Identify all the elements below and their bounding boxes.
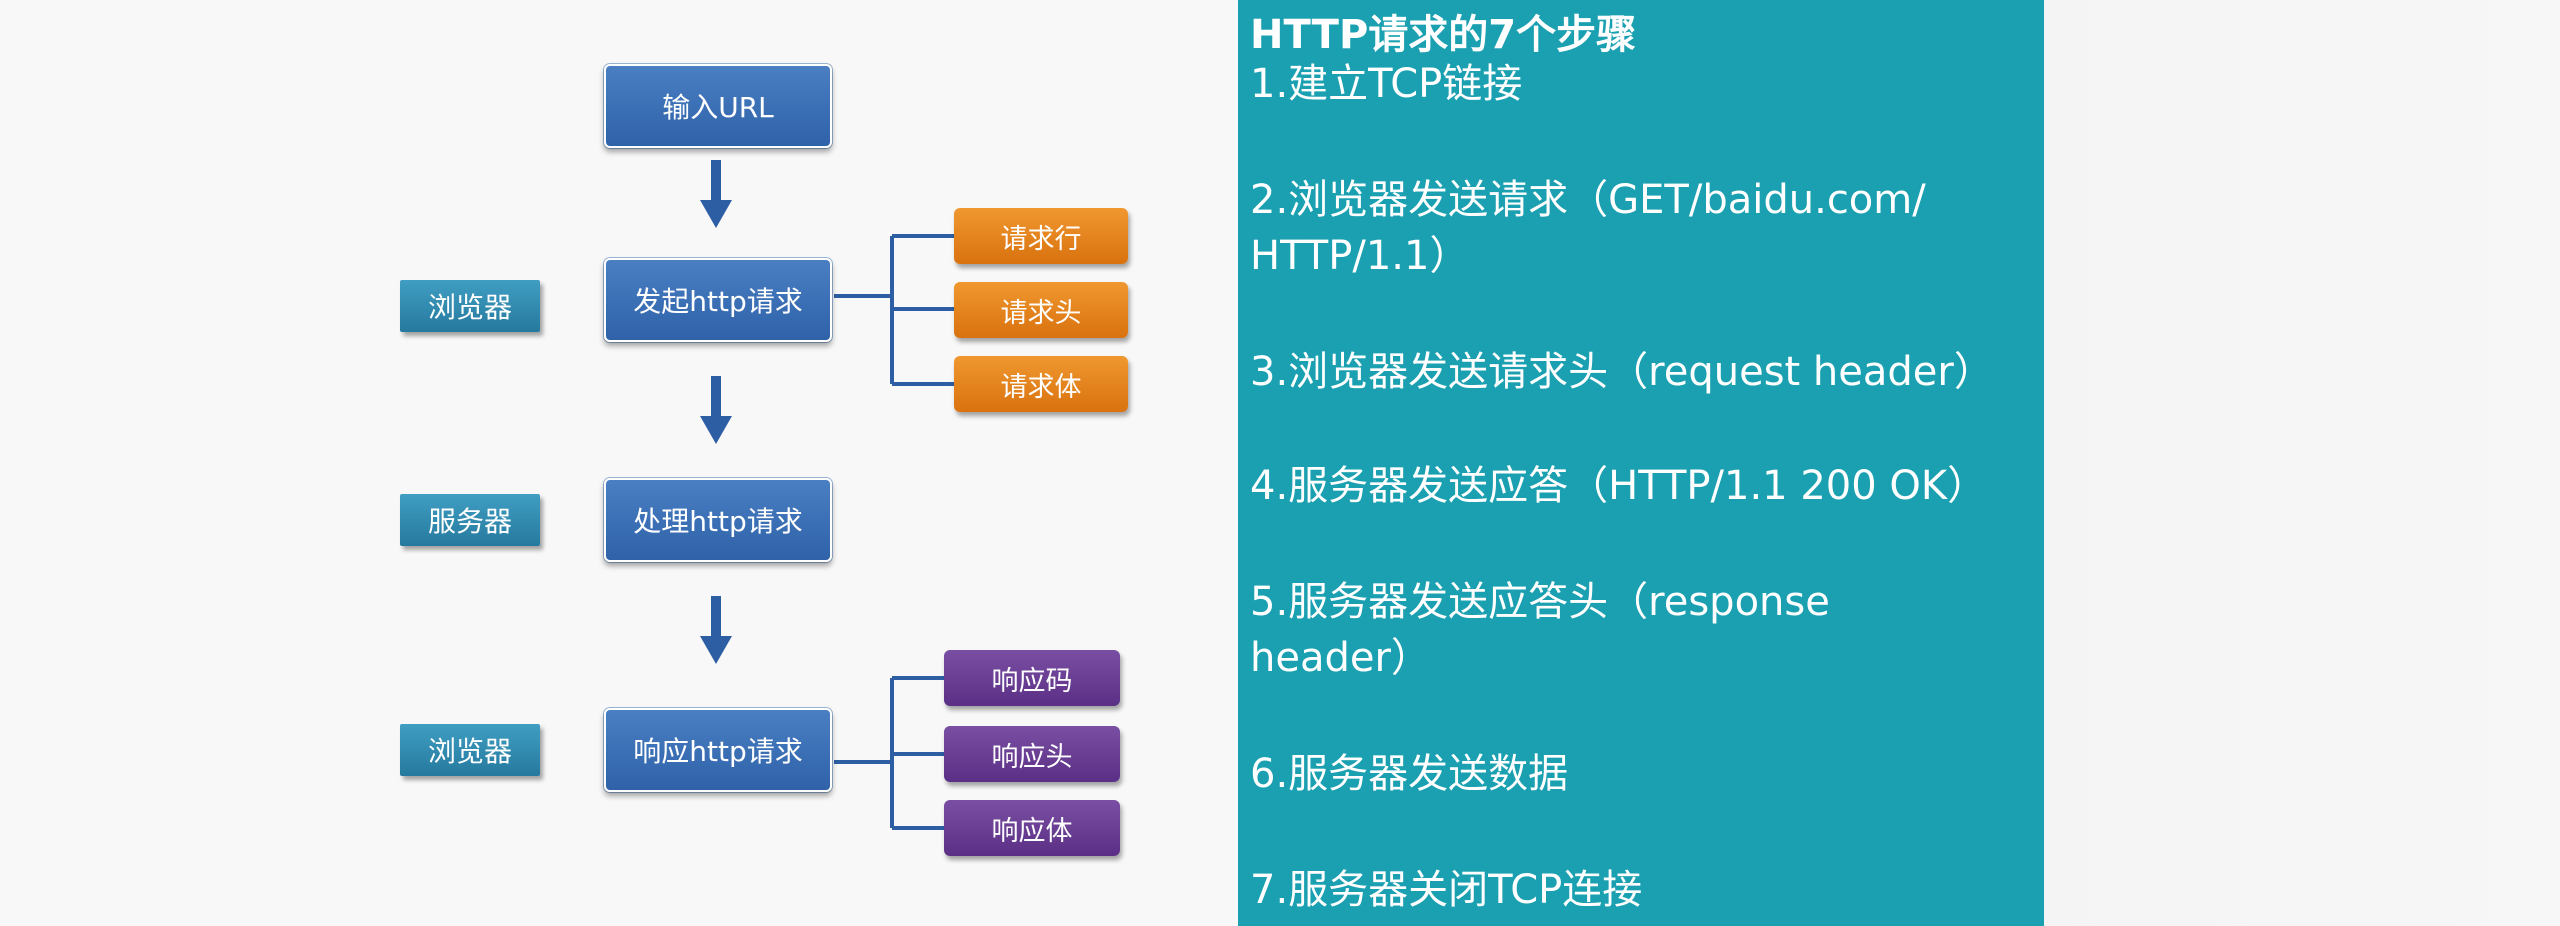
step-4-line-1: 4.服务器发送应答（HTTP/1.1 200 OK）	[1250, 463, 1988, 509]
request-header-box: 请求头	[954, 282, 1128, 338]
step-3-line-1: 3.浏览器发送请求头（request header）	[1250, 349, 1994, 395]
down-arrows	[700, 160, 732, 664]
response-bracket	[834, 676, 946, 830]
respond-request-box: 响应http请求	[604, 708, 832, 792]
step-6: 6.服务器发送数据	[1250, 746, 1568, 802]
process-request-box: 处理http请求	[604, 478, 832, 562]
step-5-line-2: header）	[1250, 635, 1431, 681]
steps-panel: HTTP请求的7个步骤 1.建立TCP链接 2.浏览器发送请求（GET/baid…	[1238, 0, 2044, 926]
step-2: 2.浏览器发送请求（GET/baidu.com/ HTTP/1.1）	[1250, 172, 1926, 284]
response-body-box: 响应体	[944, 800, 1120, 856]
response-code-box: 响应码	[944, 650, 1120, 706]
actor-server: 服务器	[400, 494, 540, 546]
steps-title: HTTP请求的7个步骤	[1250, 12, 1637, 58]
step-2-line-1: 2.浏览器发送请求（GET/baidu.com/	[1250, 177, 1926, 223]
step-5: 5.服务器发送应答头（response header）	[1250, 574, 1830, 686]
diagram-connectors	[700, 160, 956, 830]
step-1: 1.建立TCP链接	[1250, 56, 1522, 112]
step-7-line-1: 7.服务器关闭TCP连接	[1250, 867, 1643, 913]
input-url-box: 输入URL	[604, 64, 832, 148]
actor-browser-bottom: 浏览器	[400, 724, 540, 776]
step-7: 7.服务器关闭TCP连接	[1250, 862, 1642, 918]
step-5-line-1: 5.服务器发送应答头（response	[1250, 579, 1830, 625]
arrow-1	[700, 160, 732, 228]
request-line-box: 请求行	[954, 208, 1128, 264]
step-3: 3.浏览器发送请求头（request header）	[1250, 344, 1994, 400]
arrow-3	[700, 596, 732, 664]
actor-browser-top: 浏览器	[400, 280, 540, 332]
response-header-box: 响应头	[944, 726, 1120, 782]
request-bracket	[834, 234, 956, 386]
step-1-line-1: 1.建立TCP链接	[1250, 61, 1523, 107]
arrow-2	[700, 376, 732, 444]
send-request-box: 发起http请求	[604, 258, 832, 342]
request-body-box: 请求体	[954, 356, 1128, 412]
step-6-line-1: 6.服务器发送数据	[1250, 751, 1569, 797]
step-2-line-2: HTTP/1.1）	[1250, 233, 1470, 279]
http-flow-diagram: 输入URL 发起http请求 处理http请求 响应http请求 浏览器 服务器…	[0, 0, 1238, 926]
step-4: 4.服务器发送应答（HTTP/1.1 200 OK）	[1250, 458, 1987, 514]
